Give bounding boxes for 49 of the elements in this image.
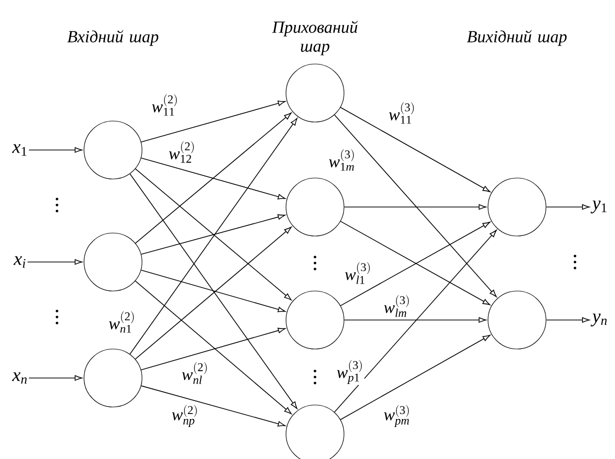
variable-label: $y_{1}$ [590, 200, 606, 214]
neuron-circle [488, 178, 546, 236]
arrow [130, 118, 298, 354]
arrow [140, 328, 286, 370]
arrow [28, 375, 82, 381]
arrow [340, 107, 490, 192]
arrow [140, 270, 286, 312]
arrow [546, 317, 590, 323]
arrow [134, 226, 292, 360]
weight-label: $w_{lm}^{(3)}$ [382, 294, 412, 318]
arrow [135, 168, 292, 300]
weight-label: $w_{np}^{(2)}$ [170, 404, 200, 428]
arrow [334, 114, 497, 298]
layer-heading: Вихідний шар [467, 30, 567, 46]
neuron-circle [286, 178, 344, 236]
arrow [135, 112, 292, 244]
weight-label: $w_{l1}^{(3)}$ [344, 261, 372, 285]
weight-label: $w_{11}^{(2)}$ [150, 93, 180, 117]
weight-label: $w_{p1}^{(3)}$ [336, 359, 364, 385]
neuron-circle [488, 290, 546, 350]
variable-label: $x_{1}$ [12, 144, 26, 156]
weight-label: $w_{pm}^{(3)}$ [382, 404, 412, 428]
neuron-circle [84, 232, 142, 292]
arrow [140, 158, 286, 200]
neuron-circle [286, 64, 344, 122]
weight-label: $w_{n1}^{(2)}$ [108, 310, 136, 334]
arrow [344, 204, 486, 210]
layer-heading: Вхідний шар [67, 30, 158, 46]
arrow [340, 334, 490, 420]
arrow [344, 317, 486, 323]
arrow [546, 204, 590, 210]
neuron-circle [84, 120, 142, 180]
arrow [27, 259, 82, 265]
weight-label: $w_{nl}^{(2)}$ [180, 361, 210, 385]
variable-label: $x_{i}$ [13, 256, 26, 268]
arrow [140, 214, 286, 255]
neuron-circle [84, 348, 142, 408]
arrow [134, 280, 292, 414]
variable-label: $y_{n}$ [590, 314, 607, 326]
weight-label: $w_{1m}^{(3)}$ [328, 148, 356, 172]
neuron-circle [286, 290, 344, 350]
arrow [130, 173, 298, 410]
weight-label: $w_{12}^{(2)}$ [168, 140, 196, 164]
variable-label: $x_{n}$ [12, 372, 27, 384]
arrow [140, 385, 286, 427]
arrow [140, 100, 286, 142]
weight-label: $w_{11}^{(3)}$ [388, 101, 416, 125]
arrow [334, 230, 497, 412]
arrow [28, 147, 82, 153]
